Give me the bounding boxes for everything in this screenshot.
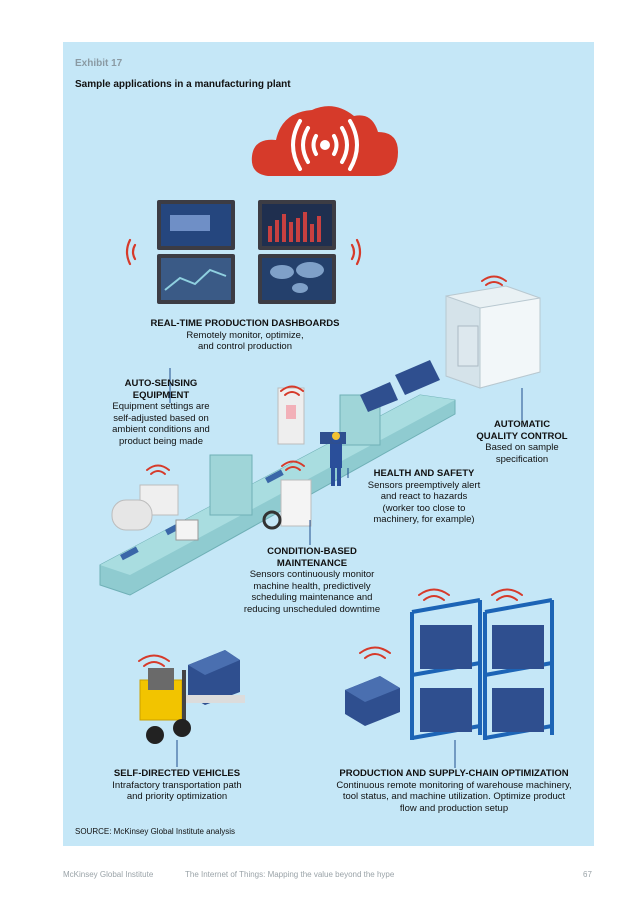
warehouse-racks	[345, 598, 554, 740]
vehicles-desc: Intrafactory transportation path and pri…	[112, 779, 242, 803]
dashboards-title: REAL-TIME PRODUCTION DASHBOARDS	[150, 318, 340, 329]
label-supply-chain: PRODUCTION AND SUPPLY-CHAIN OPTIMIZATION…	[326, 768, 582, 814]
exhibit-subtitle: Sample applications in a manufacturing p…	[75, 79, 291, 90]
cloud-icon	[251, 106, 398, 176]
source-note: SOURCE: McKinsey Global Institute analys…	[75, 827, 236, 836]
auto-sensing-desc: Equipment settings are self-adjusted bas…	[112, 401, 210, 447]
health-desc: Sensors preemptively alert and react to …	[367, 479, 481, 526]
condition-title: CONDITION-BASED MAINTENANCE	[267, 546, 357, 569]
dashboards-desc: Remotely monitor, optimize, and control …	[186, 329, 304, 353]
supply-desc: Continuous remote monitoring of warehous…	[336, 779, 572, 814]
label-quality-control: AUTOMATIC QUALITY CONTROL Based on sampl…	[466, 419, 578, 465]
label-condition-maintenance: CONDITION-BASED MAINTENANCE Sensors cont…	[232, 546, 392, 615]
label-dashboards: REAL-TIME PRODUCTION DASHBOARDS Remotely…	[130, 318, 360, 353]
forklift	[139, 650, 245, 744]
quality-desc: Based on sample specification	[485, 442, 559, 465]
vehicles-title: SELF-DIRECTED VEHICLES	[113, 768, 241, 779]
footer-report-title: The Internet of Things: Mapping the valu…	[185, 870, 395, 879]
dashboard-screens	[125, 200, 362, 304]
label-auto-sensing: AUTO-SENSING EQUIPMENT Equipment setting…	[96, 378, 226, 447]
footer-publisher: McKinsey Global Institute	[63, 870, 154, 879]
supply-title: PRODUCTION AND SUPPLY-CHAIN OPTIMIZATION	[339, 768, 569, 779]
auto-sensing-title: AUTO-SENSING EQUIPMENT	[124, 378, 198, 401]
label-self-directed-vehicles: SELF-DIRECTED VEHICLES Intrafactory tran…	[92, 768, 262, 803]
quality-title: AUTOMATIC QUALITY CONTROL	[476, 419, 568, 442]
condition-desc: Sensors continuously monitor machine hea…	[243, 569, 381, 615]
signal-icons	[138, 385, 523, 667]
label-health-safety: HEALTH AND SAFETY Sensors preemptively a…	[356, 468, 492, 526]
leader-lines	[169, 368, 523, 768]
quality-control-booth	[445, 275, 541, 389]
footer-page-number: 67	[583, 870, 592, 879]
conveyor-line	[99, 360, 456, 596]
exhibit-number: Exhibit 17	[75, 58, 123, 69]
health-title: HEALTH AND SAFETY	[373, 468, 475, 479]
